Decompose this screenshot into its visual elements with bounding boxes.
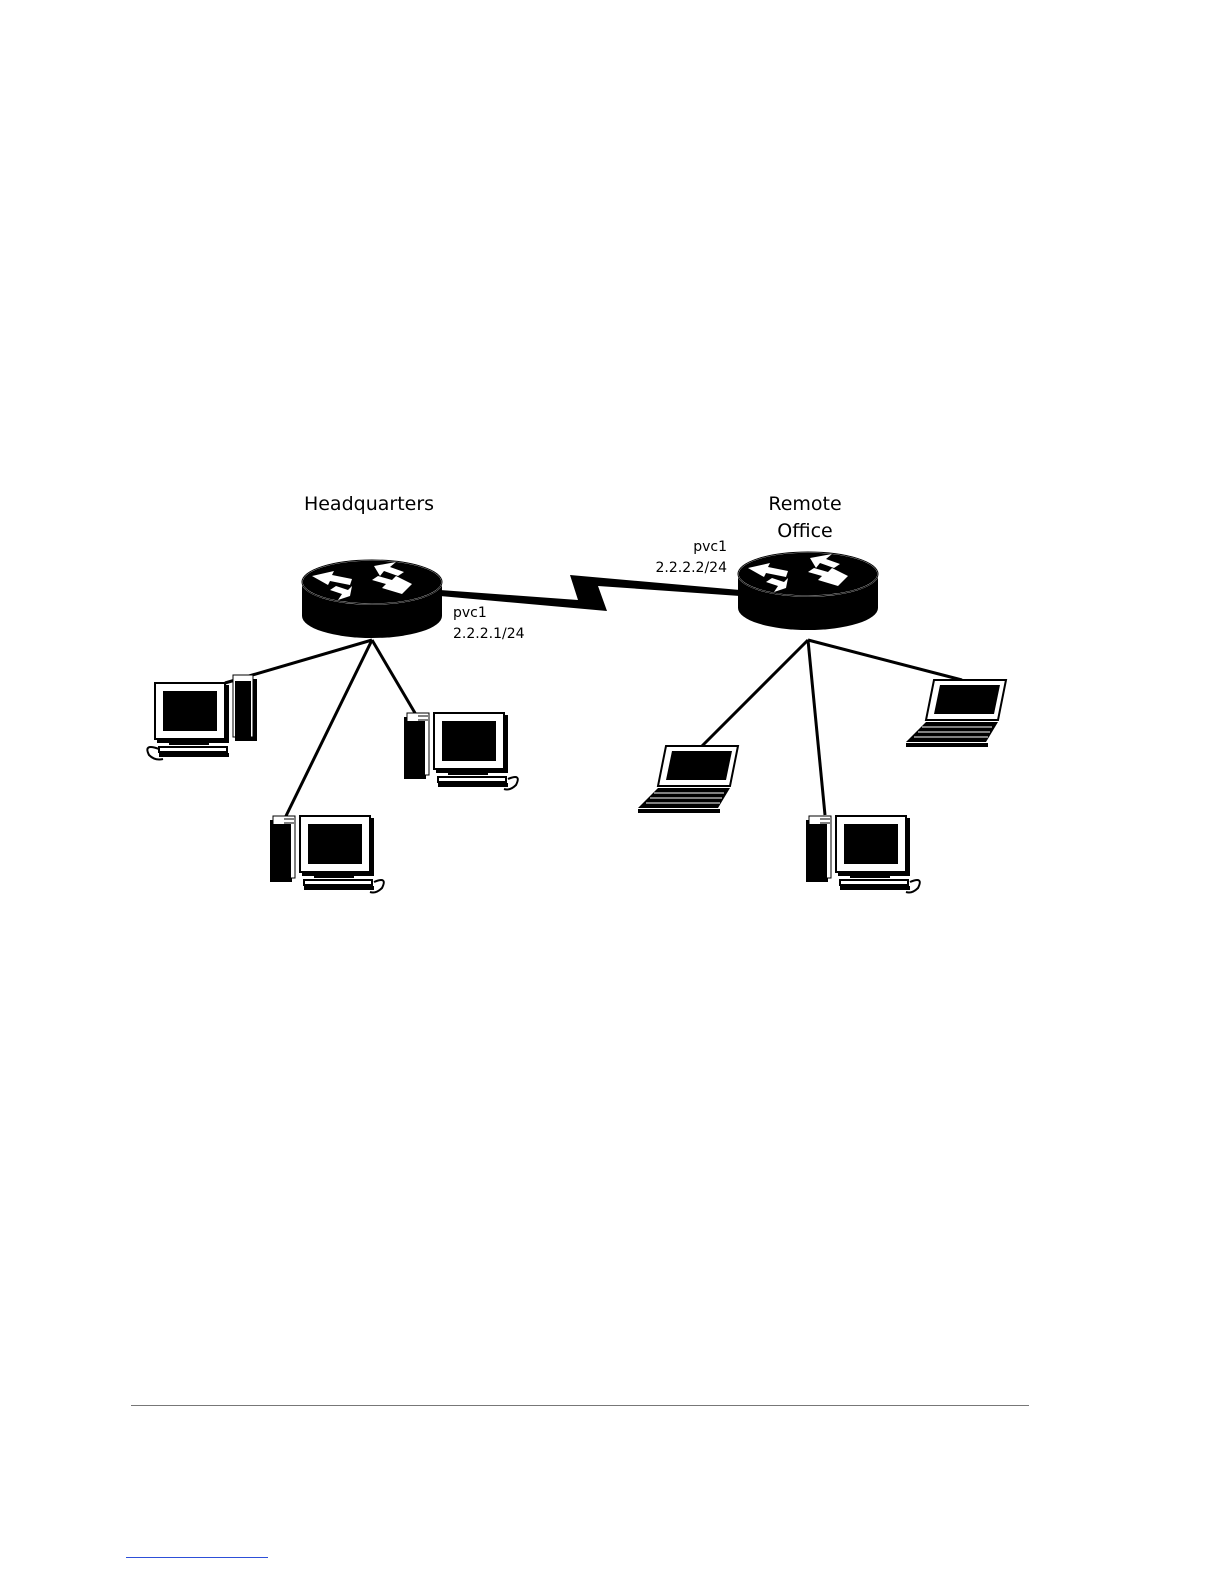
link-remote-laptop2 <box>808 640 962 680</box>
footnote-link-underline[interactable] <box>126 1557 268 1558</box>
footer-divider <box>131 1405 1029 1406</box>
link-remote-pc <box>808 640 825 815</box>
remote-desktop-icon <box>806 816 920 893</box>
hq-interface-label: pvc1 <box>453 605 487 621</box>
remote-laptop-1-icon <box>638 746 738 813</box>
remote-laptop-2-icon <box>906 680 1006 747</box>
remote-site-label-line2: Office <box>777 520 832 542</box>
remote-ip-label: 2.2.2.2/24 <box>655 560 727 576</box>
hq-ip-label: 2.2.2.1/24 <box>453 626 525 642</box>
remote-interface-label: pvc1 <box>693 539 727 555</box>
hq-site-label: Headquarters <box>304 493 434 515</box>
hq-desktop-1-icon <box>147 675 257 760</box>
link-remote-laptop1 <box>700 640 808 748</box>
remote-site-label-line1: Remote <box>768 493 841 515</box>
hq-desktop-2-icon <box>404 713 518 790</box>
link-hq-pc2 <box>285 640 372 818</box>
hq-router-icon <box>302 560 442 638</box>
remote-router-icon <box>738 552 878 630</box>
hq-desktop-3-icon <box>270 816 384 893</box>
